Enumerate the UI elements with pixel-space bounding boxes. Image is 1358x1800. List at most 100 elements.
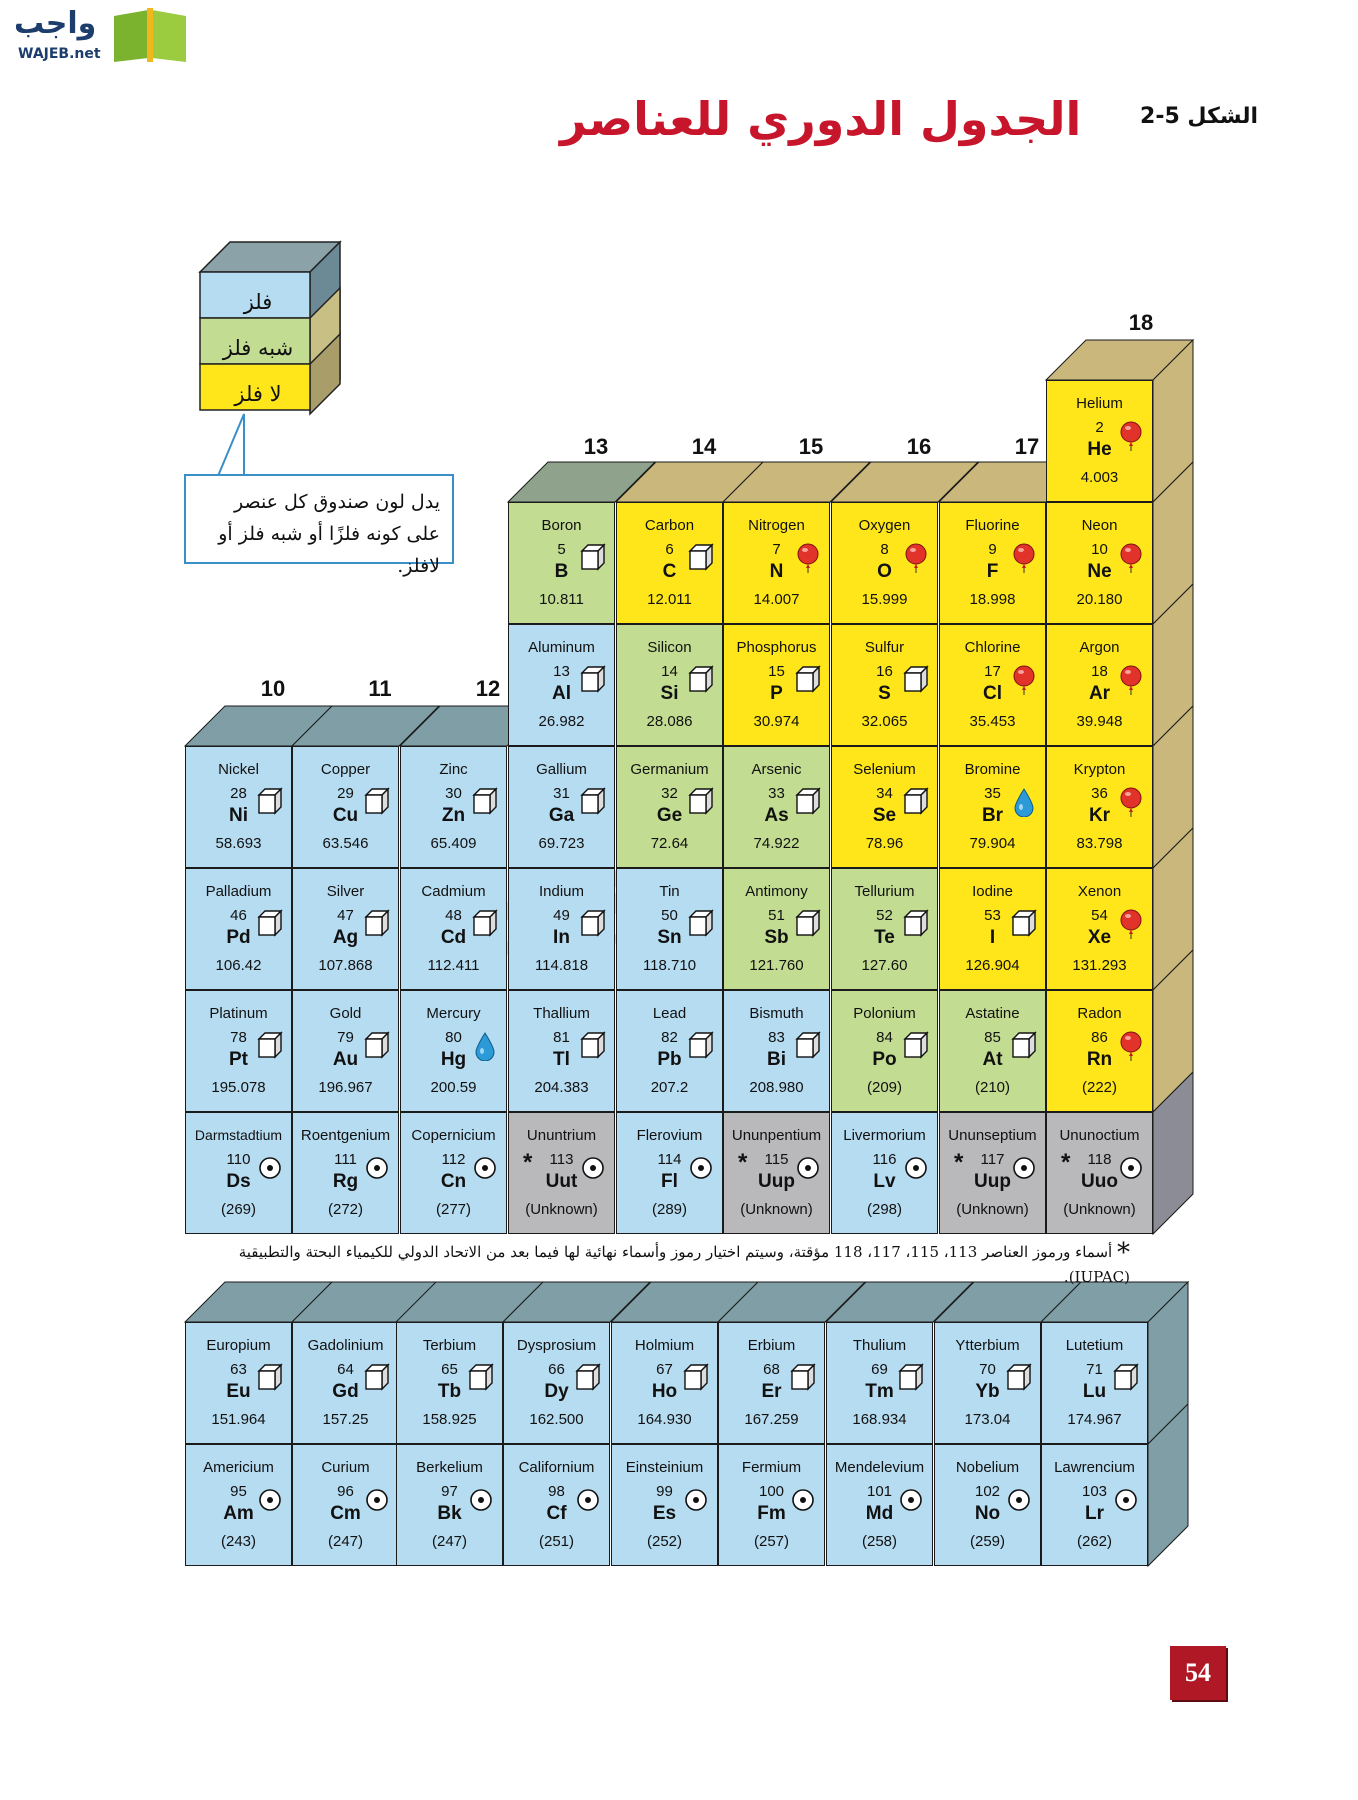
group-number-12: 12 <box>475 676 501 701</box>
element-symbol: Fl <box>661 1171 678 1192</box>
atomic-number: 96 <box>337 1483 354 1500</box>
atomic-mass: (247) <box>327 1533 364 1550</box>
element-symbol: Cf <box>546 1503 567 1524</box>
synthetic-state-icon <box>1006 1485 1032 1515</box>
atomic-number: 103 <box>1081 1483 1108 1500</box>
cube-face <box>1147 1402 1189 1568</box>
element-name: Holmium <box>634 1337 695 1354</box>
solid-state-icon <box>364 909 390 939</box>
element-symbol: Se <box>872 805 897 826</box>
element-symbol: Yb <box>975 1381 1000 1402</box>
provisional-name-mark: * <box>954 1149 964 1176</box>
element-name: Mendelevium <box>834 1459 925 1476</box>
atomic-mass: 204.383 <box>534 1079 589 1096</box>
element-name: Americium <box>203 1459 274 1476</box>
atomic-number: 86 <box>1091 1029 1108 1046</box>
legend-metal: فلز <box>243 290 273 314</box>
site-logo[interactable]: واجب WAJEB.net <box>10 4 190 66</box>
atomic-mass: (277) <box>435 1201 472 1218</box>
atomic-number: 52 <box>876 907 893 924</box>
gas-state-icon <box>903 543 929 573</box>
atomic-number: 84 <box>876 1029 893 1046</box>
element-symbol: Ge <box>656 805 683 826</box>
atomic-mass: 69.723 <box>538 835 585 852</box>
element-name: Nobelium <box>955 1459 1020 1476</box>
element-symbol: N <box>769 561 784 582</box>
atomic-number: 95 <box>230 1483 247 1500</box>
atomic-number: 85 <box>984 1029 1001 1046</box>
element-symbol: Uut <box>545 1171 578 1192</box>
solid-state-icon <box>257 909 283 939</box>
element-symbol: P <box>770 683 783 704</box>
atomic-number: 113 <box>549 1151 574 1168</box>
element-name: Terbium <box>422 1337 477 1354</box>
atomic-mass: 18.998 <box>969 591 1016 608</box>
page-number: 54 <box>1170 1646 1226 1700</box>
element-symbol: Ag <box>332 927 359 948</box>
element-name: Bismuth <box>749 1005 804 1022</box>
element-symbol: Dy <box>544 1381 569 1402</box>
atomic-number: 46 <box>230 907 247 924</box>
atomic-mass: 114.818 <box>534 957 589 974</box>
atomic-mass: 208.980 <box>749 1079 804 1096</box>
atomic-number: 13 <box>553 663 570 680</box>
solid-state-icon <box>795 1031 821 1061</box>
atomic-mass: 164.930 <box>637 1411 692 1428</box>
element-symbol: Fm <box>757 1503 786 1524</box>
group-number-13: 13 <box>583 434 609 459</box>
synthetic-state-icon <box>903 1153 929 1183</box>
element-name: Germanium <box>630 761 709 778</box>
element-symbol: In <box>553 927 570 948</box>
element-symbol: Bi <box>767 1049 786 1070</box>
solid-state-icon <box>1006 1363 1032 1393</box>
atomic-number: 78 <box>230 1029 247 1046</box>
atomic-number: 32 <box>661 785 678 802</box>
element-symbol: Pd <box>226 927 251 948</box>
element-name: Lead <box>652 1005 687 1022</box>
element-name: Thallium <box>533 1005 590 1022</box>
atomic-number: 34 <box>876 785 893 802</box>
element-symbol: Cn <box>440 1171 467 1192</box>
atomic-mass: 32.065 <box>861 713 908 730</box>
atomic-number: 67 <box>656 1361 673 1378</box>
synthetic-state-icon <box>257 1153 283 1183</box>
element-symbol: Cl <box>983 683 1002 704</box>
atomic-mass: 15.999 <box>861 591 908 608</box>
element-symbol: No <box>974 1503 1001 1524</box>
atomic-number: 101 <box>866 1483 893 1500</box>
element-symbol: Ho <box>651 1381 678 1402</box>
gas-state-icon <box>1118 543 1144 573</box>
atomic-mass: (Unknown) <box>525 1201 598 1218</box>
atomic-mass: (Unknown) <box>740 1201 813 1218</box>
element-name: Tellurium <box>854 883 915 900</box>
atomic-mass: (269) <box>220 1201 257 1218</box>
element-symbol: Au <box>332 1049 359 1070</box>
element-symbol: Tb <box>437 1381 462 1402</box>
element-name: Gadolinium <box>307 1337 384 1354</box>
atomic-mass: 14.007 <box>753 591 800 608</box>
element-symbol: Si <box>660 683 679 704</box>
atomic-number: 17 <box>984 663 1001 680</box>
element-name: Fermium <box>741 1459 802 1476</box>
atomic-mass: (252) <box>646 1533 683 1550</box>
element-name: Boron <box>541 517 582 534</box>
gas-state-icon <box>1118 1031 1144 1061</box>
solid-state-icon <box>580 543 606 573</box>
legend-box <box>198 240 342 416</box>
element-symbol: Md <box>865 1503 894 1524</box>
element-symbol: Lr <box>1085 1503 1104 1524</box>
